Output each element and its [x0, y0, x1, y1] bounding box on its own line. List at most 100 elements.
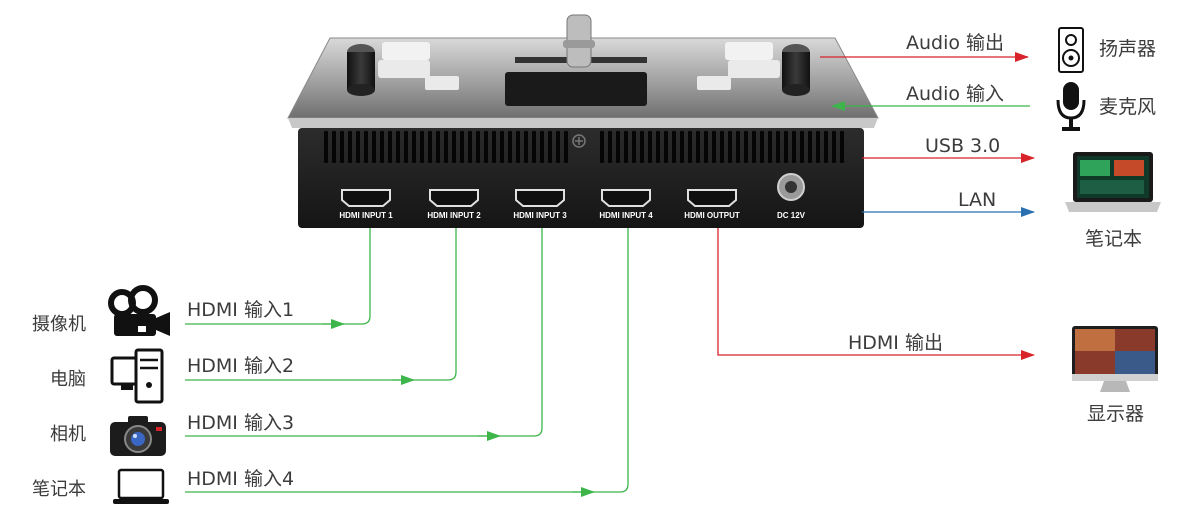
hdmi-input-2-label: HDMI 输入2 — [187, 355, 295, 377]
vent-slot — [324, 131, 328, 163]
vent-slot — [516, 131, 520, 163]
right-knob[interactable] — [782, 52, 810, 90]
hdmi-input-3-line — [185, 228, 543, 437]
hdmi-input-1-label: HDMI 输入1 — [187, 299, 295, 321]
port-label: HDMI INPUT 4 — [599, 211, 653, 220]
speaker-label: 扬声器 — [1099, 38, 1157, 60]
vent-slot — [720, 131, 724, 163]
vent-slot — [532, 131, 536, 163]
port-label: HDMI OUTPUT — [684, 211, 740, 220]
vent-slot — [388, 131, 392, 163]
vent-slot — [460, 131, 464, 163]
vent-slot — [736, 131, 740, 163]
camera-icon — [110, 416, 166, 456]
hdmi-input-4-label: HDMI 输入4 — [187, 468, 295, 490]
hdmi-output-port: HDMI OUTPUT — [684, 189, 740, 220]
vent-slot — [332, 131, 336, 163]
vent-slot — [420, 131, 424, 163]
vent-slot — [624, 131, 628, 163]
vent-slot — [704, 131, 708, 163]
video-camera-icon — [108, 285, 170, 336]
right-button-3[interactable] — [697, 76, 731, 90]
vent-slot — [564, 131, 568, 163]
vent-slot — [632, 131, 636, 163]
hdmi-input-1-line — [185, 228, 371, 325]
desktop-computer-icon — [110, 348, 164, 404]
vent-slot — [356, 131, 360, 163]
vent-slot — [608, 131, 612, 163]
hdmi-input-4-line — [185, 228, 629, 493]
left-button-1[interactable] — [382, 42, 430, 60]
vent-slot — [712, 131, 716, 163]
vent-slot — [492, 131, 496, 163]
left-button-3[interactable] — [425, 76, 459, 90]
vent-slot — [680, 131, 684, 163]
vent-slot — [484, 131, 488, 163]
vent-slot — [688, 131, 692, 163]
port-label: HDMI INPUT 3 — [513, 211, 567, 220]
right-button-2[interactable] — [728, 60, 780, 78]
vent-slot — [396, 131, 400, 163]
vent-slot — [548, 131, 552, 163]
vent-slot — [800, 131, 804, 163]
hdmi-output-line — [717, 228, 1035, 360]
laptop-outline-icon — [113, 468, 169, 504]
dc-12v-port: DC 12V — [777, 173, 806, 220]
hdmi-input-2-port: HDMI INPUT 2 — [427, 189, 481, 220]
vent-slot — [540, 131, 544, 163]
usb-label: USB 3.0 — [925, 135, 1001, 157]
vent-slot — [436, 131, 440, 163]
vent-slot — [792, 131, 796, 163]
computer-label: 电脑 — [50, 369, 86, 390]
vent-slot — [664, 131, 668, 163]
speaker-icon — [1058, 27, 1084, 73]
port-label: HDMI INPUT 1 — [339, 211, 393, 220]
port-label: HDMI INPUT 2 — [427, 211, 481, 220]
laptop-left-label: 笔记本 — [32, 479, 86, 500]
vent-slot — [444, 131, 448, 163]
vent-slot — [600, 131, 604, 163]
vent-slot — [500, 131, 504, 163]
microphone-icon — [1056, 82, 1086, 131]
laptop-icon — [1065, 152, 1161, 212]
screw-icon — [572, 134, 586, 148]
audio-output-label: Audio 输出 — [906, 32, 1005, 54]
vent-slot — [696, 131, 700, 163]
vent-slot — [672, 131, 676, 163]
video-switcher-device: HDMI INPUT 1 HDMI INPUT 2 HDMI INPUT 3 H… — [287, 14, 879, 228]
camera-label: 相机 — [50, 424, 86, 445]
left-knob[interactable] — [347, 52, 375, 90]
hdmi-input-3-port: HDMI INPUT 3 — [513, 189, 567, 220]
lan-label: LAN — [958, 189, 997, 211]
vent-slot — [832, 131, 836, 163]
hdmi-input-3-label: HDMI 输入3 — [187, 412, 295, 434]
vent-slot — [452, 131, 456, 163]
vent-slot — [648, 131, 652, 163]
vent-slot — [508, 131, 512, 163]
audio-input-label: Audio 输入 — [906, 83, 1005, 105]
device-top-edge — [288, 118, 878, 128]
right-button-1[interactable] — [725, 42, 773, 60]
vent-slot — [380, 131, 384, 163]
vent-slot — [768, 131, 772, 163]
hdmi-input-2-line — [185, 228, 457, 381]
left-button-2[interactable] — [378, 60, 430, 78]
vent-slot — [476, 131, 480, 163]
vent-slot — [728, 131, 732, 163]
vent-slot — [824, 131, 828, 163]
vent-slot — [840, 131, 844, 163]
vent-slot — [656, 131, 660, 163]
microphone-label: 麦克风 — [1099, 96, 1157, 118]
vent-slot — [524, 131, 528, 163]
vent-slot — [640, 131, 644, 163]
vent-slot — [752, 131, 756, 163]
vent-slot — [404, 131, 408, 163]
vent-slot — [816, 131, 820, 163]
vent-slot — [808, 131, 812, 163]
vent-slot — [556, 131, 560, 163]
hdmi-input-4-port: HDMI INPUT 4 — [599, 189, 653, 220]
laptop-label: 笔记本 — [1085, 228, 1143, 250]
vent-slot — [364, 131, 368, 163]
